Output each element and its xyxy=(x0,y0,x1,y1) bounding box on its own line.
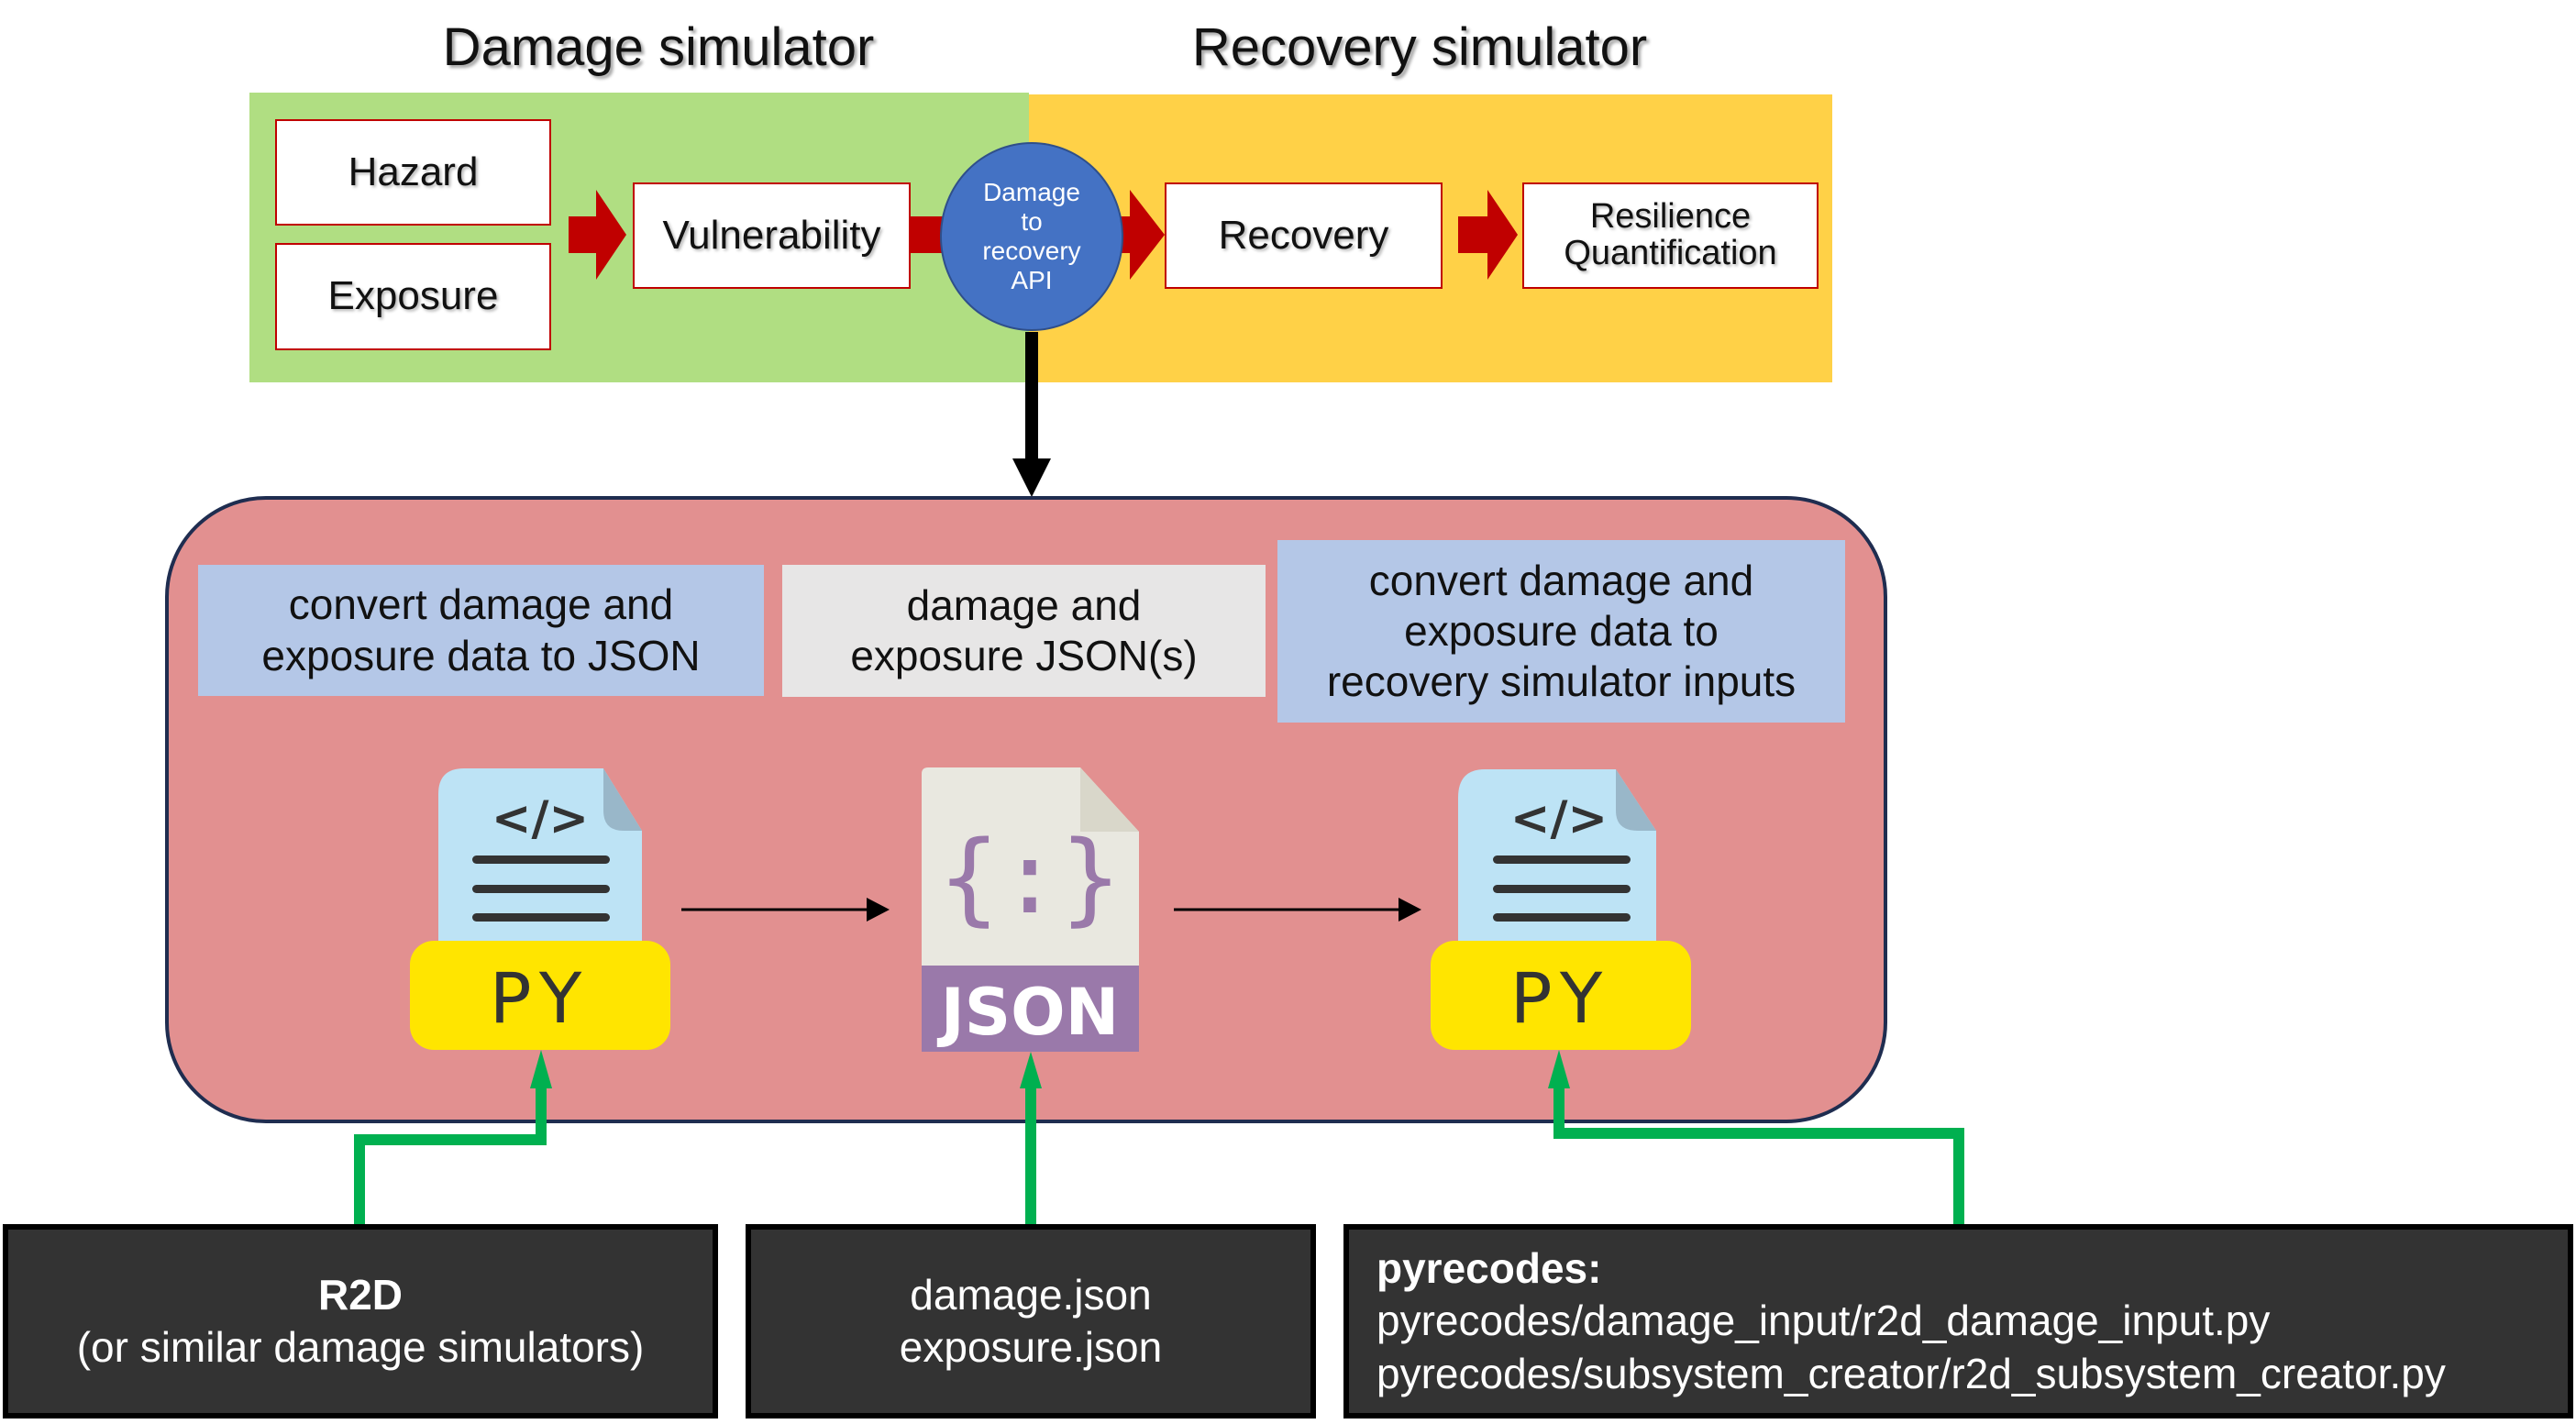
label-line: convert damage and xyxy=(288,580,674,629)
resilience-label-line: Quantification xyxy=(1564,234,1777,272)
source-box-pyrecodes: pyrecodes: pyrecodes/damage_input/r2d_da… xyxy=(1343,1224,2573,1418)
vulnerability-label: Vulnerability xyxy=(662,212,881,258)
source-connector-r2d xyxy=(354,1087,547,1226)
api-label-line: Damage xyxy=(983,177,1080,206)
flow-arrow-icon xyxy=(569,190,626,280)
source-connector-pyrecodes xyxy=(1553,1087,1964,1226)
recovery-simulator-title: Recovery simulator xyxy=(1191,17,1648,77)
connector-arrowhead-icon xyxy=(530,1050,552,1088)
api-down-arrow-icon xyxy=(1012,458,1051,497)
source-line: exposure.json xyxy=(899,1323,1163,1371)
recovery-label: Recovery xyxy=(1218,212,1389,258)
py-file-icon: </> PY xyxy=(1431,769,1691,1050)
source-box-r2d: R2D (or similar damage simulators) xyxy=(3,1224,718,1418)
api-label-line: to xyxy=(1021,206,1043,236)
json-file-icon: {:} JSON xyxy=(922,767,1139,1052)
vulnerability-box: Vulnerability xyxy=(633,182,911,289)
resilience-label-line: Resilience xyxy=(1589,197,1752,237)
damage-to-recovery-api-circle: Damage to recovery API xyxy=(940,142,1123,331)
flow-arrowhead-icon xyxy=(867,898,890,922)
connector-arrowhead-icon xyxy=(1548,1050,1570,1088)
label-line: damage and xyxy=(906,580,1142,629)
flow-arrow-icon xyxy=(1458,190,1518,280)
braces-glyph: {:} xyxy=(939,819,1122,936)
exposure-label: Exposure xyxy=(327,273,499,319)
damage-simulator-title: Damage simulator xyxy=(442,17,875,77)
api-down-arrow-shaft xyxy=(1025,332,1038,460)
json-tag-label: JSON xyxy=(937,975,1120,1050)
hazard-box: Hazard xyxy=(275,119,551,226)
code-glyph: </> xyxy=(492,791,589,846)
code-glyph: </> xyxy=(1510,791,1608,846)
py-tag-label: PY xyxy=(490,957,591,1039)
pipeline-label-convert-to-json: convert damage and exposure data to JSON xyxy=(198,565,764,696)
source-title: R2D xyxy=(317,1270,404,1319)
label-line: exposure data to xyxy=(1404,606,1719,655)
source-box-json-files: damage.json exposure.json xyxy=(746,1224,1316,1418)
recovery-box: Recovery xyxy=(1165,182,1443,289)
exposure-box: Exposure xyxy=(275,243,551,350)
label-line: convert damage and xyxy=(1368,556,1754,604)
hazard-label: Hazard xyxy=(348,149,479,194)
api-label-line: recovery xyxy=(982,237,1081,265)
source-line: pyrecodes/subsystem_creator/r2d_subsyste… xyxy=(1376,1349,2446,1397)
py-tag-label: PY xyxy=(1510,957,1612,1039)
connector-arrowhead-icon xyxy=(1020,1052,1042,1088)
py-file-icon: </> PY xyxy=(410,768,670,1050)
api-label-line: API xyxy=(1011,266,1053,295)
flow-arrow-icon xyxy=(1114,190,1165,280)
label-line: exposure data to JSON xyxy=(261,631,701,679)
pipeline-label-convert-to-recovery-inputs: convert damage and exposure data to reco… xyxy=(1277,540,1845,723)
resilience-quantification-box: Resilience Quantification xyxy=(1522,182,1819,289)
source-title: pyrecodes: xyxy=(1376,1243,1602,1292)
flow-arrowhead-icon xyxy=(1399,898,1421,922)
source-line: (or similar damage simulators) xyxy=(76,1323,645,1371)
source-line: pyrecodes/damage_input/r2d_damage_input.… xyxy=(1376,1297,2271,1345)
pipeline-label-json-files: damage and exposure JSON(s) xyxy=(782,565,1266,697)
source-line: damage.json xyxy=(910,1270,1152,1319)
label-line: recovery simulator inputs xyxy=(1326,657,1797,706)
label-line: exposure JSON(s) xyxy=(850,632,1198,679)
